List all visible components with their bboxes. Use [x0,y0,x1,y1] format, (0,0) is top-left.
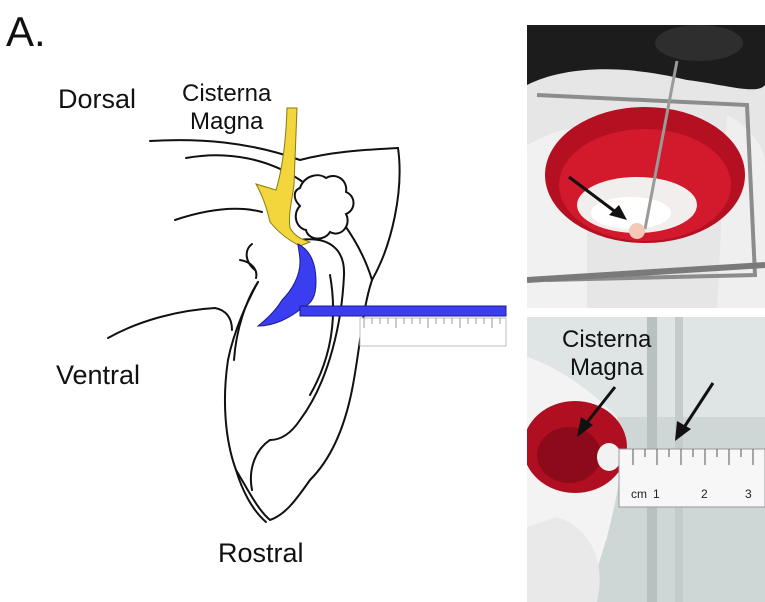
ruler-unit-label: cm [631,487,647,501]
diagram-ruler [360,318,506,346]
ruler-tick-1: 1 [653,487,660,501]
ventral-outline [108,308,232,338]
cerebellar-lobule [295,175,354,238]
injection-needle [300,306,506,316]
cisterna-magna-photo-label-line2: Magna [562,354,651,382]
ruler-tick-2: 2 [701,487,708,501]
cisterna-magna-photo-label: Cisterna Magna [562,326,651,382]
ruler-tick-3: 3 [745,487,752,501]
surgery-photo-top [527,25,765,308]
cisterna-magna-photo-label-line1: Cisterna [562,326,651,354]
